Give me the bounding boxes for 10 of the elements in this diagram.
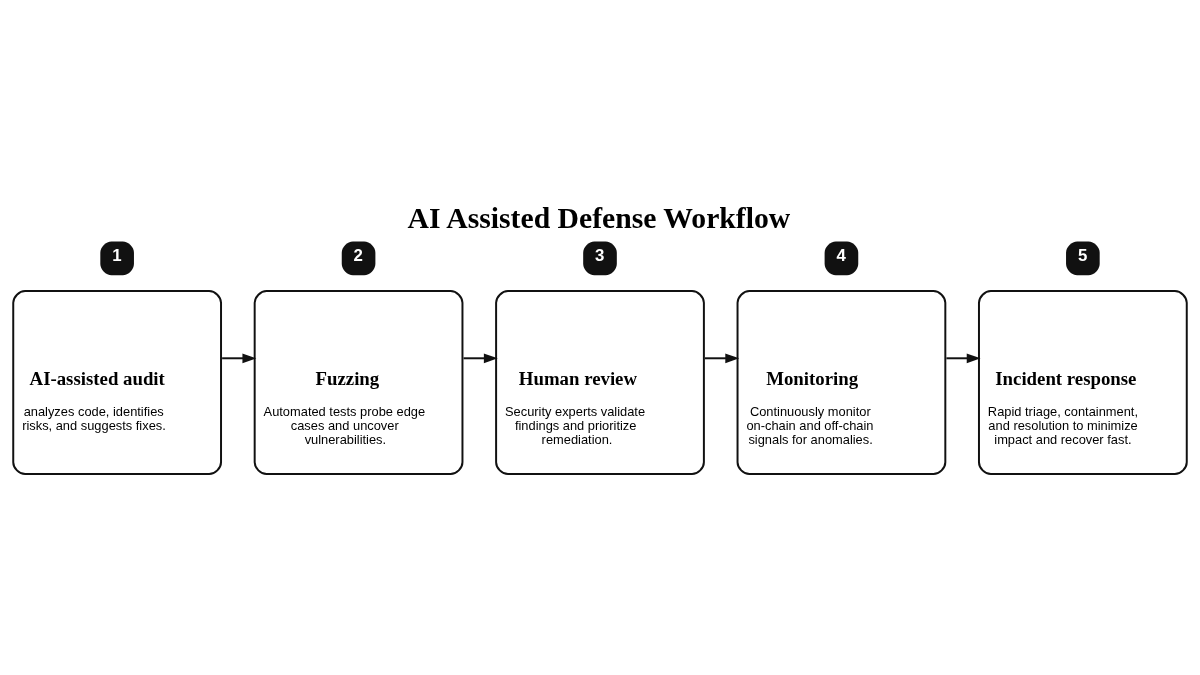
node-label: 3 xyxy=(595,245,605,265)
arrow xyxy=(704,352,740,363)
arrow xyxy=(221,352,257,363)
arrow xyxy=(462,352,498,363)
node-label: 4 xyxy=(836,245,846,265)
node-label: 5 xyxy=(1077,245,1088,265)
node-label: 1 xyxy=(112,245,122,265)
node-label: 2 xyxy=(353,245,363,265)
diagram-title: AI Assisted Defense Workflow xyxy=(407,201,791,234)
arrow xyxy=(945,352,981,363)
